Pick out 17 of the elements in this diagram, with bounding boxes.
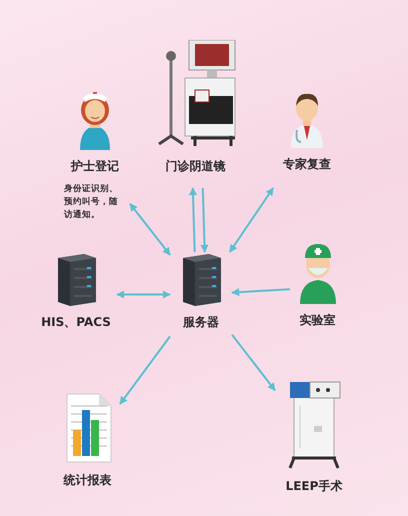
arrow [231,288,290,296]
note-text: 身份证识别、预约叫号，随访通知。 [64,183,119,222]
node-label: 专家复查 [283,156,331,173]
node-label: 服务器 [183,314,219,331]
arrow [189,187,197,252]
node-label: 护士登记 [71,158,119,175]
arrow [119,336,171,405]
node-label: 实验室 [300,312,336,329]
arrow [200,188,208,253]
node-label: 统计报表 [64,472,112,489]
arrow [231,334,276,392]
arrow [228,187,274,253]
arrow [116,290,171,298]
node-label: HIS、PACS [41,314,111,331]
arrow [129,203,171,256]
node-label: LEEP手术 [286,478,342,495]
node-label: 门诊阴道镜 [166,158,226,175]
